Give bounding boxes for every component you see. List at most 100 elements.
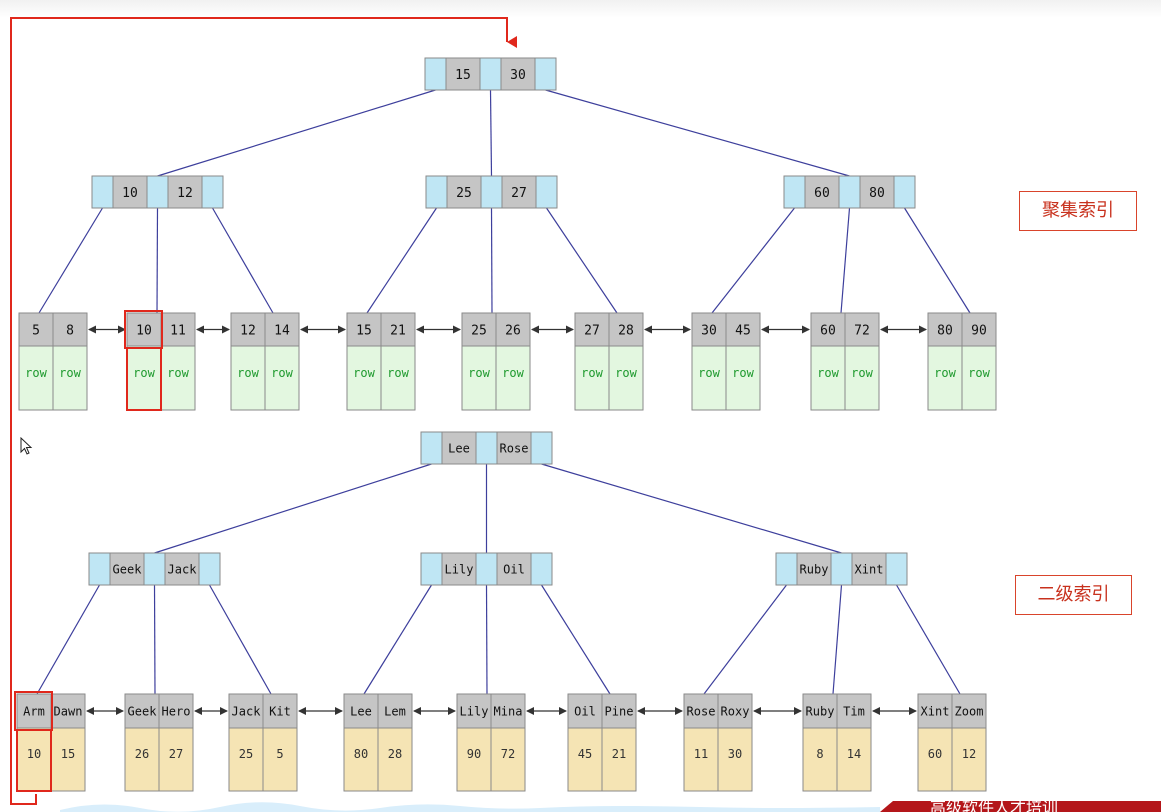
leaf-body-cell: [461, 345, 497, 411]
node-pointer-cell: [420, 552, 443, 586]
node-pointer-cell: [535, 175, 558, 209]
leaf-value-label: 15: [61, 747, 75, 761]
node-pointer-cell: [424, 57, 447, 91]
node-pointer-cell: [838, 175, 861, 209]
leaf-row-label: row: [732, 366, 754, 380]
leaf-key-cell: [725, 312, 761, 347]
leaf-body-cell: [228, 727, 264, 792]
leaf-key-label: 90: [971, 323, 987, 338]
leaf-body-cell: [608, 345, 644, 411]
leaf-body-cell: [264, 345, 300, 411]
leaf-row-label: row: [59, 366, 81, 380]
node-key-label: Xint: [855, 563, 884, 577]
node-pointer-cell: [91, 175, 114, 209]
leaf-body-cell: [961, 345, 997, 411]
leaf-row-label: row: [698, 366, 720, 380]
leaf-row-label: row: [817, 366, 839, 380]
node-key-label: 30: [510, 68, 526, 83]
leaf-body-cell: [262, 727, 298, 792]
node-pointer-cell: [420, 431, 443, 465]
leaf-key-label: Rose: [687, 705, 716, 719]
leaf-row-label: row: [271, 366, 293, 380]
leaf-key-label: 45: [735, 323, 751, 338]
leaf-key-cell: [52, 312, 88, 347]
leaf-row-label: row: [25, 366, 47, 380]
leaf-key-label: Lee: [350, 705, 372, 719]
leaf-value-label: 12: [962, 747, 976, 761]
node-pointer-cell: [146, 175, 169, 209]
leaf-key-label: Hero: [162, 705, 191, 719]
node-key-label: Oil: [503, 563, 525, 577]
leaf-key-label: Lem: [384, 705, 406, 719]
leaf-key-label: Tim: [843, 705, 865, 719]
node-key-cell: [441, 431, 477, 465]
node-key-cell: [441, 552, 477, 586]
node-key-cell: [859, 175, 895, 209]
bottom-banner-text: 高级软件人才培训: [930, 800, 1059, 812]
leaf-body-cell: [725, 345, 761, 411]
leaf-key-cell: [380, 312, 416, 347]
leaf-key-label: 8: [66, 323, 74, 338]
leaf-key-cell: [567, 693, 603, 729]
node-pointer-cell: [475, 431, 498, 465]
leaf-body-cell: [717, 727, 753, 792]
leaf-body-cell: [343, 727, 379, 792]
node-pointer-cell: [530, 431, 553, 465]
leaf-key-label: Pine: [605, 705, 634, 719]
leaf-row-label: row: [502, 366, 524, 380]
tree-edge: [366, 207, 438, 314]
leaf-key-label: Ruby: [806, 705, 835, 719]
bottom-banner-fold: [880, 801, 893, 812]
leaf-row-label: row: [934, 366, 956, 380]
leaf-key-cell: [836, 693, 872, 729]
leaf-value-label: 27: [169, 747, 183, 761]
leaf-value-label: 11: [694, 747, 708, 761]
node-key-cell: [501, 175, 537, 209]
tree-edge: [711, 207, 795, 314]
node-pointer-cell: [783, 175, 806, 209]
leaf-body-cell: [810, 345, 846, 411]
leaf-row-label: row: [581, 366, 603, 380]
tree-edge: [832, 584, 843, 695]
node-key-cell: [500, 57, 536, 91]
node-pointer-cell: [479, 57, 502, 91]
node-pointer-cell: [885, 552, 908, 586]
node-key-cell: [804, 175, 840, 209]
tree-edge: [490, 207, 493, 314]
node-key-label: 15: [455, 68, 471, 83]
leaf-row-label: row: [615, 366, 637, 380]
node-pointer-cell: [775, 552, 798, 586]
node-key-cell: [445, 57, 481, 91]
leaf-key-label: 25: [471, 323, 487, 338]
tree-edge: [540, 584, 611, 695]
leaf-body-cell: [230, 345, 266, 411]
tree-edge: [38, 207, 104, 314]
leaf-body-cell: [844, 345, 880, 411]
leaf-key-label: 28: [618, 323, 634, 338]
node-pointer-cell: [475, 552, 498, 586]
leaf-key-label: 60: [820, 323, 836, 338]
leaf-key-label: Jack: [232, 705, 262, 719]
leaf-body-cell: [126, 345, 162, 411]
leaf-key-cell: [961, 312, 997, 347]
leaf-key-cell: [346, 312, 382, 347]
highlight-body-box: [126, 347, 162, 411]
wave-decoration: [60, 802, 880, 812]
leaf-row-label: row: [237, 366, 259, 380]
tree-edge: [36, 584, 101, 695]
leaf-body-cell: [52, 345, 88, 411]
leaf-key-cell: [844, 312, 880, 347]
node-key-label: 25: [456, 186, 472, 201]
node-pointer-cell: [893, 175, 916, 209]
